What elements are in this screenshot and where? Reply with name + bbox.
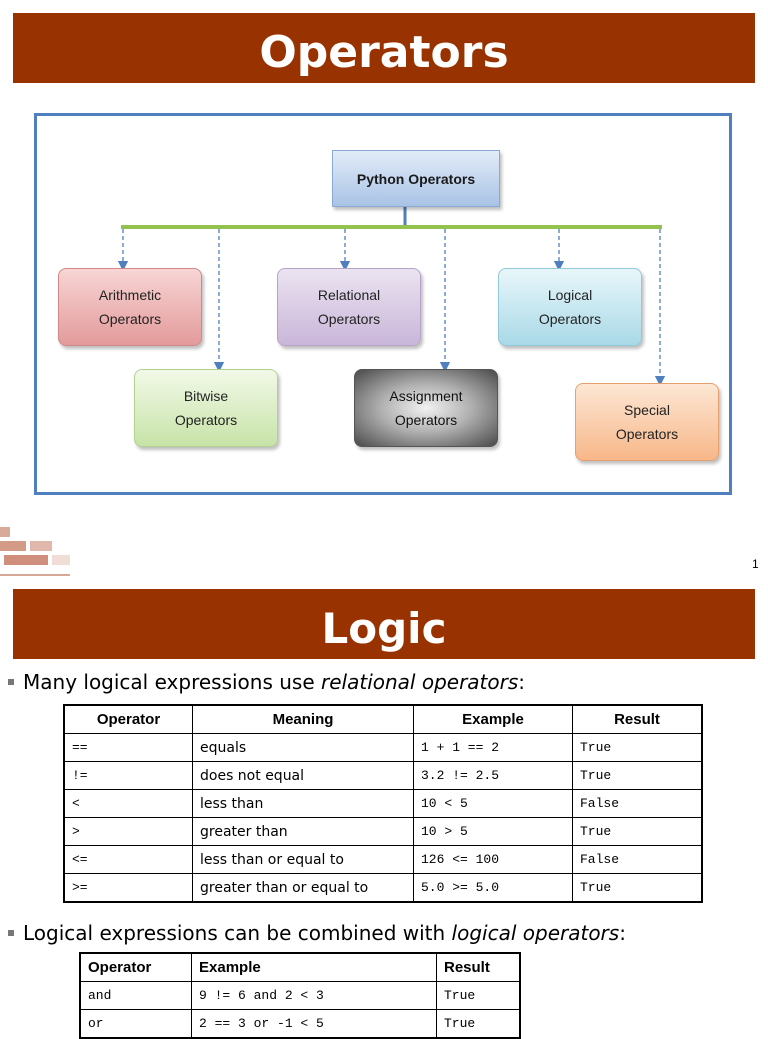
table-cell: 10 > 5 xyxy=(413,817,573,846)
table-cell: less than or equal to xyxy=(192,845,414,874)
logical-operators-table: Operator Example Result and 9 != 6 and 2… xyxy=(79,952,521,1039)
bullet-relational: Many logical expressions use relational … xyxy=(8,670,525,694)
table-cell: False xyxy=(572,789,703,818)
table-cell: >= xyxy=(63,873,193,903)
diagram-connectors xyxy=(117,207,666,387)
node-special-operators: Special Operators xyxy=(575,383,719,461)
table-row: > greater than 10 > 5 True xyxy=(63,817,703,846)
slide-title: Logic xyxy=(13,589,755,659)
node-assignment-operators: Assignment Operators xyxy=(354,369,498,447)
header-cell: Example xyxy=(413,704,573,734)
bullet-italic: relational operators xyxy=(321,670,519,694)
table-cell: True xyxy=(572,761,703,790)
header-cell: Operator xyxy=(79,952,192,982)
table-header-row: Operator Meaning Example Result xyxy=(63,704,703,734)
table-row: != does not equal 3.2 != 2.5 True xyxy=(63,761,703,790)
node-arithmetic-operators: Arithmetic Operators xyxy=(58,268,202,346)
table-cell: False xyxy=(572,845,703,874)
table-cell: 1 + 1 == 2 xyxy=(413,733,573,762)
table-cell: 3.2 != 2.5 xyxy=(413,761,573,790)
table-row: >= greater than or equal to 5.0 >= 5.0 T… xyxy=(63,873,703,903)
header-cell: Example xyxy=(191,952,437,982)
node-relational-operators: Relational Operators xyxy=(277,268,421,346)
slide-title: Operators xyxy=(13,13,755,83)
header-cell: Result xyxy=(572,704,703,734)
table-row: and 9 != 6 and 2 < 3 True xyxy=(79,981,521,1010)
header-cell: Operator xyxy=(63,704,193,734)
table-cell: <= xyxy=(63,845,193,874)
bullet-suffix: : xyxy=(619,921,626,945)
table-cell: 10 < 5 xyxy=(413,789,573,818)
bullet-text: Logical expressions can be combined with xyxy=(23,921,452,945)
table-cell: != xyxy=(63,761,193,790)
header-cell: Meaning xyxy=(192,704,414,734)
table-cell: True xyxy=(436,981,521,1010)
table-cell: and xyxy=(79,981,192,1010)
table-cell: True xyxy=(572,817,703,846)
table-cell: equals xyxy=(192,733,414,762)
table-cell: True xyxy=(572,733,703,762)
table-row: < less than 10 < 5 False xyxy=(63,789,703,818)
table-cell: 126 <= 100 xyxy=(413,845,573,874)
bullet-logical: Logical expressions can be combined with… xyxy=(8,921,626,945)
bullet-suffix: : xyxy=(518,670,526,694)
table-cell: > xyxy=(63,817,193,846)
relational-operators-table: Operator Meaning Example Result == equal… xyxy=(63,704,703,903)
table-cell: 5.0 >= 5.0 xyxy=(413,873,573,903)
node-bitwise-operators: Bitwise Operators xyxy=(134,369,278,447)
table-header-row: Operator Example Result xyxy=(79,952,521,982)
table-cell: 9 != 6 and 2 < 3 xyxy=(191,981,437,1010)
table-cell: does not equal xyxy=(192,761,414,790)
page-number: 1 xyxy=(752,557,759,571)
table-cell: < xyxy=(63,789,193,818)
bullet-text: Many logical expressions use xyxy=(23,670,322,694)
bullet-square-icon xyxy=(8,678,14,685)
bricks-decoration xyxy=(0,527,70,576)
table-cell: less than xyxy=(192,789,414,818)
table-row: <= less than or equal to 126 <= 100 Fals… xyxy=(63,845,703,874)
table-cell: == xyxy=(63,733,193,762)
header-cell: Result xyxy=(436,952,521,982)
node-logical-operators: Logical Operators xyxy=(498,268,642,346)
bullet-italic: logical operators xyxy=(451,921,620,945)
bullet-square-icon xyxy=(8,929,14,936)
table-row: == equals 1 + 1 == 2 True xyxy=(63,733,703,762)
table-cell: True xyxy=(572,873,703,903)
operators-diagram: Python Operators Arithmetic Operators Re… xyxy=(34,113,732,495)
table-cell: greater than or equal to xyxy=(192,873,414,903)
node-python-operators: Python Operators xyxy=(332,150,500,207)
table-cell: greater than xyxy=(192,817,414,846)
